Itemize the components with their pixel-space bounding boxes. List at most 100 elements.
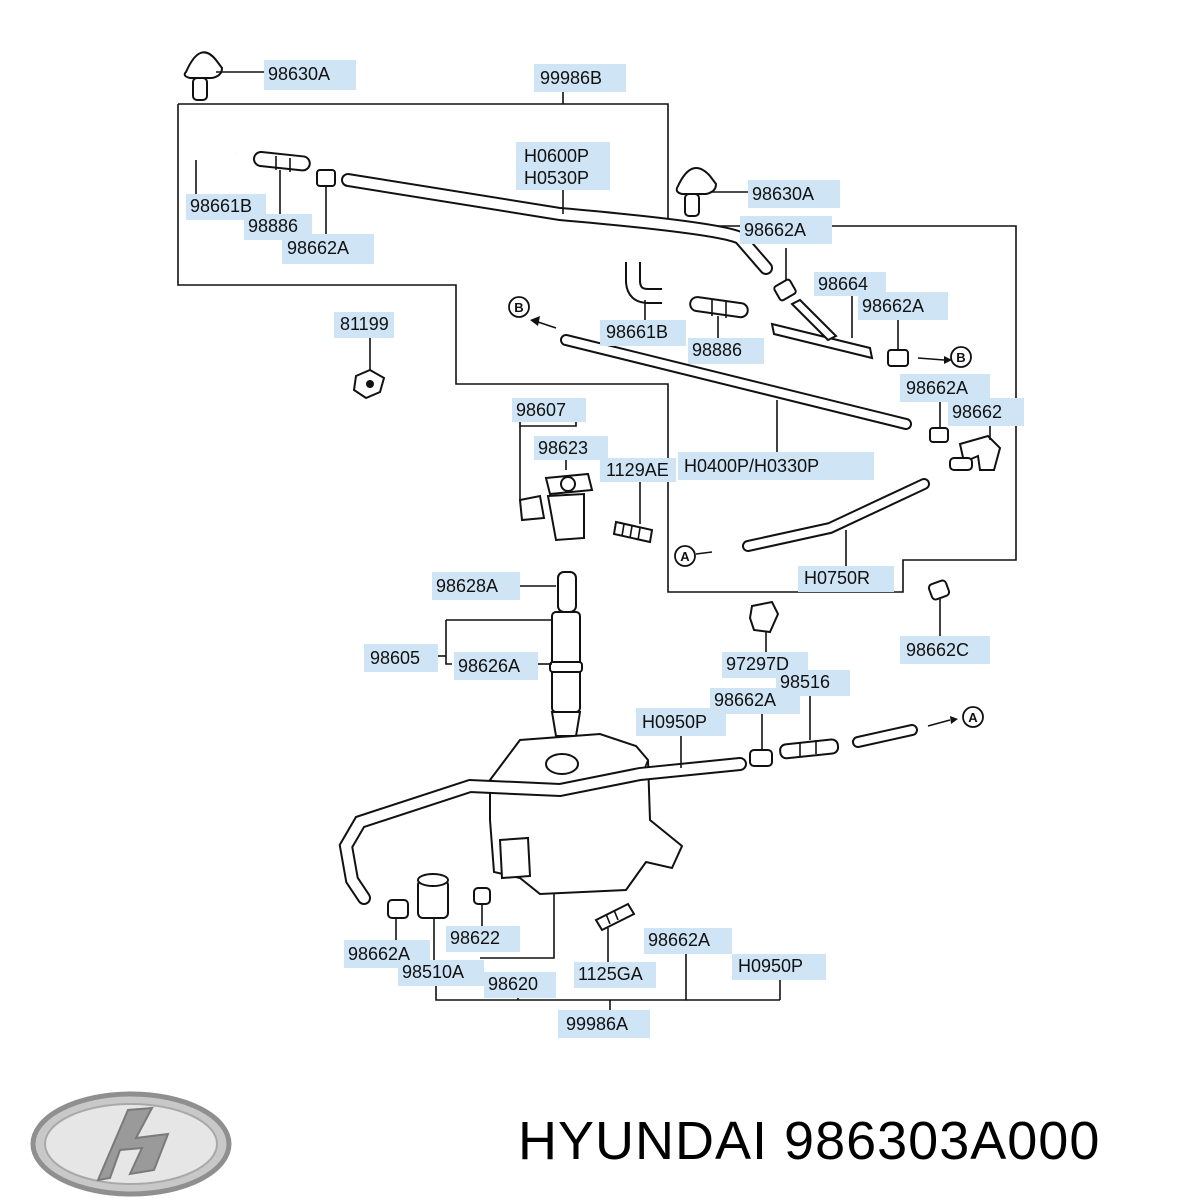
brand-name: HYUNDAI <box>518 1111 769 1171</box>
hose-clip-icon <box>749 749 773 767</box>
clip-81199-icon <box>352 368 386 400</box>
connector-mid-icon <box>689 296 749 319</box>
callout-98662A-bl: 98662A <box>344 940 430 968</box>
svg-text:98630A: 98630A <box>268 64 330 84</box>
svg-text:99986B: 99986B <box>540 68 602 88</box>
callout-H0400P: H0400P/H0330P <box>678 452 874 480</box>
svg-text:B: B <box>956 350 965 365</box>
svg-text:98662A: 98662A <box>906 378 968 398</box>
part-caption: HYUNDAI 986303A000 <box>518 1110 1100 1172</box>
clip-97297d-icon <box>748 600 780 634</box>
ref-marker-b-right: B <box>950 346 972 368</box>
grommet-icon <box>927 579 951 601</box>
svg-text:98886: 98886 <box>692 340 742 360</box>
svg-text:A: A <box>968 710 978 725</box>
filler-neck-icon <box>549 571 583 737</box>
hyundai-logo <box>30 1091 232 1197</box>
parts-diagram: B B A <box>177 51 1024 1038</box>
callout-99986A: 99986A <box>558 1010 650 1038</box>
callout-98623: 98623 <box>534 436 608 460</box>
callout-H0750R: H0750R <box>798 566 894 592</box>
washer-pump-motor-icon <box>417 873 449 919</box>
ref-marker-b-left: B <box>508 296 530 318</box>
callout-98630A-top: 98630A <box>264 60 356 90</box>
hose-clip-icon <box>887 349 909 367</box>
svg-text:98662A: 98662A <box>862 296 924 316</box>
svg-text:99986A: 99986A <box>566 1014 628 1034</box>
svg-text:98664: 98664 <box>818 274 868 294</box>
callout-98661B-left: 98661B <box>186 194 266 220</box>
svg-text:A: A <box>680 549 690 564</box>
svg-text:98662A: 98662A <box>744 220 806 240</box>
svg-text:98662A: 98662A <box>648 930 710 950</box>
svg-text:98622: 98622 <box>450 928 500 948</box>
svg-text:98516: 98516 <box>780 672 830 692</box>
svg-text:98662A: 98662A <box>714 690 776 710</box>
callout-98628A: 98628A <box>432 572 520 600</box>
svg-text:1125GA: 1125GA <box>578 964 643 984</box>
callout-H0950P-top: H0950P <box>636 708 726 736</box>
svg-text:98662A: 98662A <box>348 944 410 964</box>
callout-98630A-right: 98630A <box>748 180 840 208</box>
callout-98620: 98620 <box>484 972 556 998</box>
svg-text:98630A: 98630A <box>752 184 814 204</box>
hose-clip-icon <box>929 427 949 443</box>
svg-text:H0750R: H0750R <box>804 568 870 588</box>
svg-text:81199: 81199 <box>340 314 389 334</box>
svg-text:98620: 98620 <box>488 974 538 994</box>
callout-81199: 81199 <box>334 312 394 338</box>
callout-98662A-br: 98662A <box>644 928 732 954</box>
svg-text:98605: 98605 <box>370 648 420 668</box>
callout-98662: 98662 <box>948 398 1024 426</box>
callout-98626A: 98626A <box>454 652 538 680</box>
svg-text:H0600P: H0600P <box>524 146 589 166</box>
elbow-hose-icon <box>190 118 237 163</box>
svg-text:98607: 98607 <box>516 400 566 420</box>
svg-text:98623: 98623 <box>538 438 588 458</box>
washer-reservoir-tank <box>489 732 684 896</box>
svg-text:1129AE: 1129AE <box>606 460 669 480</box>
callout-98607: 98607 <box>512 398 586 422</box>
bolt-icon <box>612 520 654 544</box>
callout-98662A-upper: 98662A <box>740 216 832 244</box>
svg-text:98661B: 98661B <box>190 196 252 216</box>
connector-icon <box>252 151 311 172</box>
washer-nozzle-icon <box>183 51 224 101</box>
washer-nozzle-right-icon <box>675 167 718 217</box>
callout-99986B: 99986B <box>534 64 626 92</box>
callout-98664: 98664 <box>814 272 886 296</box>
svg-text:98628A: 98628A <box>436 576 498 596</box>
hose-clip-icon <box>316 169 336 187</box>
y-connector-icon <box>770 298 874 360</box>
elbow-hose-mid-icon <box>625 262 662 304</box>
callout-1125GA: 1125GA <box>574 962 656 988</box>
svg-text:97297D: 97297D <box>726 654 789 674</box>
callout-H0950P-br: H0950P <box>732 954 826 980</box>
callout-98662A-mid: 98662A <box>858 292 948 320</box>
callout-1129AE: 1129AE <box>600 458 676 482</box>
callout-98510A: 98510A <box>398 960 484 986</box>
svg-text:98510A: 98510A <box>402 962 464 982</box>
elbow-connector-icon <box>949 434 1002 471</box>
svg-text:98886: 98886 <box>248 216 298 236</box>
callout-98662A-r2: 98662A <box>900 374 990 402</box>
svg-text:H0950P: H0950P <box>738 956 803 976</box>
part-number: 986303A000 <box>784 1111 1101 1171</box>
svg-text:98661B: 98661B <box>606 322 668 342</box>
bolt-1125ga-icon <box>594 902 636 932</box>
svg-text:98626A: 98626A <box>458 656 520 676</box>
svg-text:98662A: 98662A <box>287 238 349 258</box>
svg-text:H0950P: H0950P <box>642 712 707 732</box>
callout-98662C: 98662C <box>900 636 990 664</box>
svg-text:98662C: 98662C <box>906 640 969 660</box>
ref-marker-a-left: A <box>674 545 696 567</box>
svg-text:98662: 98662 <box>952 402 1002 422</box>
callout-98662A-left: 98662A <box>282 234 374 264</box>
joint-98516-icon <box>779 738 840 760</box>
hose-clip-icon <box>773 278 797 302</box>
callout-98886-left: 98886 <box>244 214 312 240</box>
svg-text:H0530P: H0530P <box>524 168 589 188</box>
callout-98605: 98605 <box>364 644 438 672</box>
callout-98622: 98622 <box>446 926 520 952</box>
